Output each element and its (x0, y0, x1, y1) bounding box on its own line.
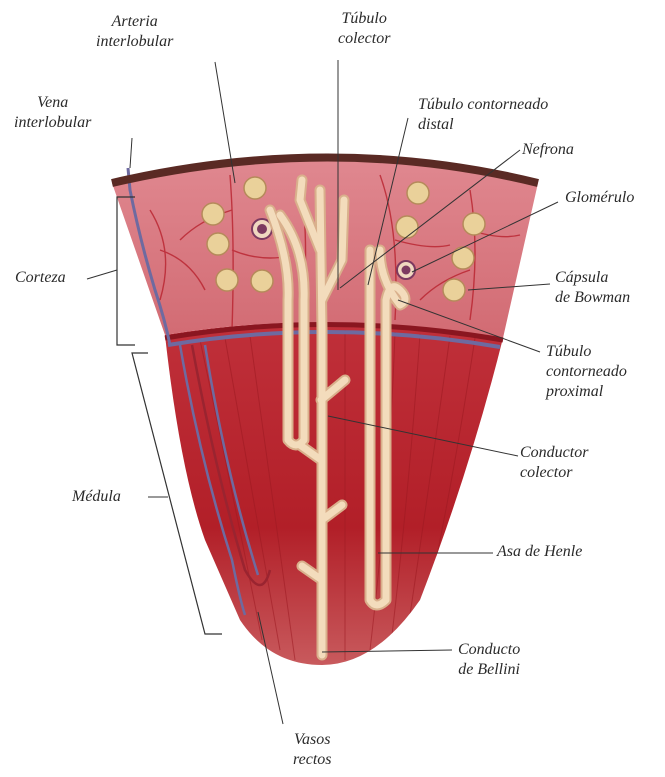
label-glomerulo: Glomérulo (565, 188, 634, 208)
label-vena-interlobular: Vena interlobular (14, 93, 91, 133)
medulla-region (165, 322, 503, 665)
label-tubulo-contorneado-proximal: Túbulo contorneado proximal (546, 342, 627, 402)
label-asa-de-henle: Asa de Henle (497, 542, 582, 562)
label-nefrona: Nefrona (522, 140, 574, 160)
label-vasos-rectos: Vasos rectos (293, 730, 332, 770)
label-arteria-interlobular: Arteria interlobular (96, 12, 173, 52)
label-medula: Médula (72, 487, 121, 507)
label-capsula-de-bowman: Cápsula de Bowman (555, 268, 630, 308)
label-conducto-de-bellini: Conducto de Bellini (458, 640, 520, 680)
label-conductor-colector: Conductor colector (520, 443, 588, 483)
label-tubulo-colector: Túbulo colector (338, 9, 390, 49)
label-tubulo-contorneado-distal: Túbulo contorneado distal (418, 95, 548, 135)
label-corteza: Corteza (15, 268, 66, 288)
